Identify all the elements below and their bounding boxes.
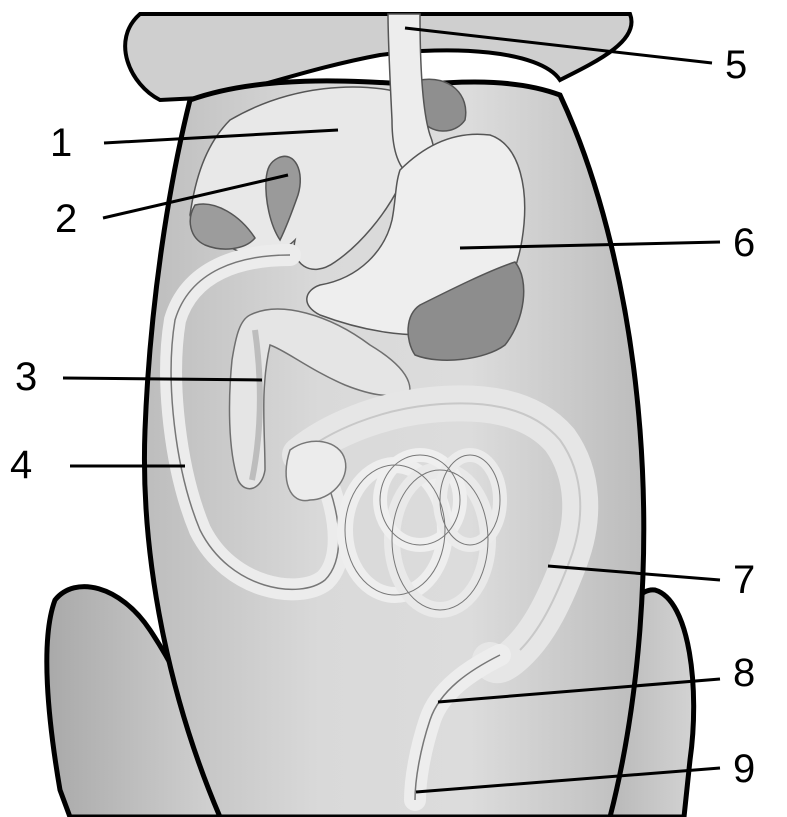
label-7: 7 (733, 558, 755, 602)
label-6: 6 (733, 221, 755, 265)
label-9: 9 (733, 747, 755, 791)
label-1: 1 (50, 121, 72, 165)
label-8: 8 (733, 651, 755, 695)
label-4: 4 (10, 443, 32, 487)
label-3: 3 (15, 355, 37, 399)
label-2: 2 (55, 197, 77, 241)
label-5: 5 (725, 43, 747, 87)
leader-line-3 (63, 378, 262, 380)
